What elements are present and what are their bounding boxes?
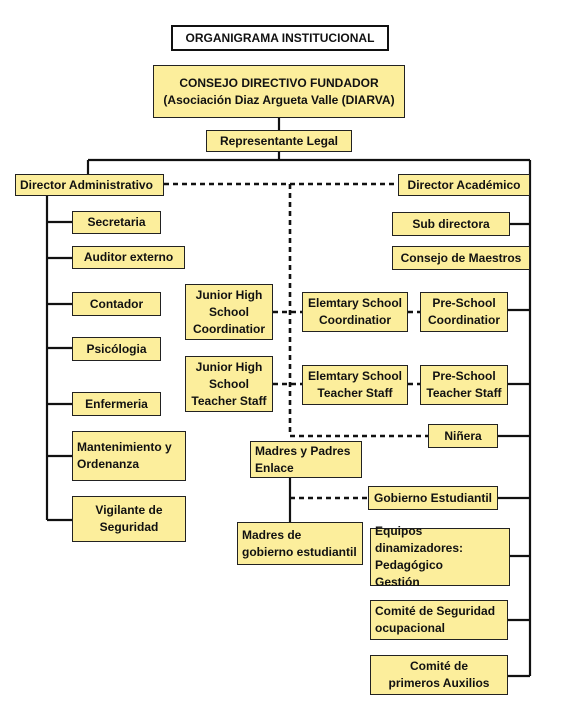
box-director-administrativo: Director Administrativo (15, 174, 164, 196)
box-contador: Contador (72, 292, 161, 316)
box-junior-high-teacher-staff: Junior High School Teacher Staff (185, 356, 273, 412)
box-madres-padres-enlace: Madres y Padres Enlace (250, 441, 362, 478)
box-elemtary-coordinatior: Elemtary School Coordinatior (302, 292, 408, 332)
box-sub-directora: Sub directora (392, 212, 510, 236)
box-comite-auxilios: Comité de primeros Auxilios (370, 655, 508, 695)
box-elemtary-teacher-staff: Elemtary School Teacher Staff (302, 365, 408, 405)
box-comite-seguridad: Comité de Seguridad ocupacional (370, 600, 508, 640)
box-enfermeria: Enfermeria (72, 392, 161, 416)
box-ninera: Niñera (428, 424, 498, 448)
page-title: ORGANIGRAMA INSTITUCIONAL (171, 25, 389, 51)
box-equipos-dinamizadores: Equipos dinamizadores: Pedagógico Gestió… (370, 524, 510, 589)
box-representante-legal: Representante Legal (206, 130, 352, 152)
box-pre-school-coordinatior: Pre-School Coordinatior (420, 292, 508, 332)
box-consejo-maestros: Consejo de Maestros (392, 246, 530, 270)
box-auditor-externo: Auditor externo (72, 246, 185, 269)
box-madres-gobierno-estudiantil: Madres de gobierno estudiantil (237, 522, 363, 565)
box-psicologia: Psicólogia (72, 337, 161, 361)
box-consejo-directivo: CONSEJO DIRECTIVO FUNDADOR (Asociación D… (153, 65, 405, 118)
box-pre-school-teacher-staff: Pre-School Teacher Staff (420, 365, 508, 405)
box-secretaria: Secretaria (72, 211, 161, 234)
box-vigilante: Vigilante de Seguridad (72, 496, 186, 542)
box-gobierno-estudiantil: Gobierno Estudiantil (368, 486, 498, 510)
box-director-academico: Director Académico (398, 174, 530, 196)
box-junior-high-coordinatior: Junior High School Coordinatior (185, 284, 273, 340)
box-mantenimiento: Mantenimiento y Ordenanza (72, 431, 186, 481)
